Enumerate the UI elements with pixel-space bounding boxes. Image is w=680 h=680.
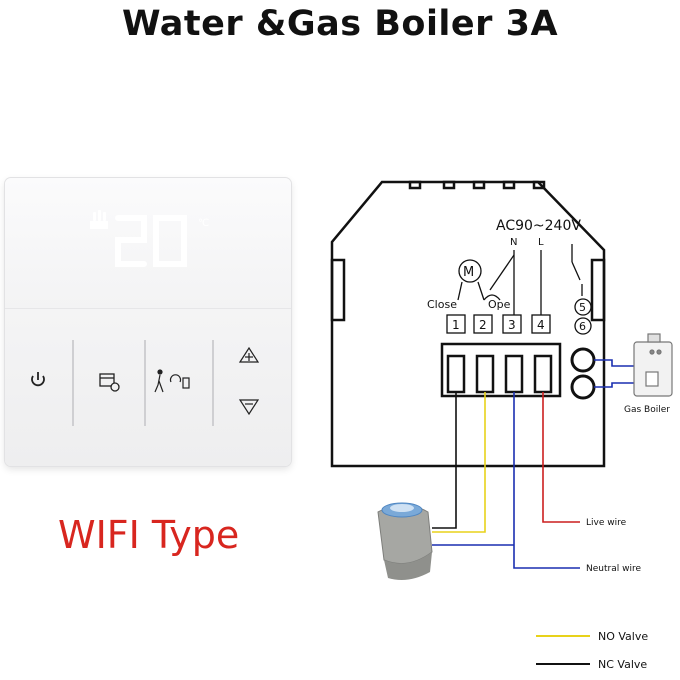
heating-icon xyxy=(90,210,108,229)
wire-terminal-4-live xyxy=(542,392,580,523)
boiler-wires xyxy=(594,359,634,388)
terminal-number-boxes xyxy=(446,314,551,334)
neutral-wire-label: Neutral wire xyxy=(586,564,641,574)
thermostat-button-panel xyxy=(5,309,291,466)
live-l-label: L xyxy=(538,237,544,248)
open-label: Ope xyxy=(488,298,511,311)
terminal-label-3: 3 xyxy=(508,318,516,332)
button-divider xyxy=(212,340,214,426)
wire-terminal-2-yellow xyxy=(432,392,486,533)
display-unit: ℃ xyxy=(198,218,209,229)
live-wire-label: Live wire xyxy=(586,518,627,528)
page-title: Water &Gas Boiler 3A xyxy=(121,4,559,44)
schedule-calendar-icon[interactable] xyxy=(99,373,120,392)
internal-wiring xyxy=(489,250,542,316)
nc-valve-legend-label: NC Valve xyxy=(598,658,647,671)
motor-label: M xyxy=(463,265,474,280)
wifi-type-label: WIFI Type xyxy=(58,513,240,557)
power-icon[interactable] xyxy=(31,372,45,387)
relay-switch-icon xyxy=(571,244,592,335)
thermostat-display-panel xyxy=(5,178,291,309)
neutral-n-label: N xyxy=(510,237,517,248)
dry-contact-terminals xyxy=(570,347,596,400)
terminal-label-2: 2 xyxy=(479,318,487,332)
close-label: Close xyxy=(427,298,457,311)
supply-voltage-label: AC90~240V xyxy=(496,218,581,234)
mode-away-home-icon[interactable] xyxy=(154,369,190,393)
terminal-block xyxy=(440,342,562,398)
wire-terminal-1-black xyxy=(432,392,457,529)
thermostat-base-outline xyxy=(330,180,606,468)
wire-terminal-3-neutral xyxy=(432,392,580,569)
thermostat-device xyxy=(5,178,291,466)
button-divider xyxy=(72,340,74,426)
no-valve-legend-label: NO Valve xyxy=(598,630,648,643)
up-arrow-icon[interactable] xyxy=(238,346,260,363)
down-arrow-icon[interactable] xyxy=(238,399,260,416)
terminal-label-1: 1 xyxy=(452,318,460,332)
valve-actuator-icon xyxy=(377,502,433,580)
terminal-label-4: 4 xyxy=(537,318,545,332)
terminal-label-6: 6 xyxy=(579,320,586,333)
terminal-label-5: 5 xyxy=(579,301,586,314)
gas-boiler-label: Gas Boiler xyxy=(624,405,670,415)
motor-icon xyxy=(457,259,501,301)
gas-boiler-icon xyxy=(633,333,673,397)
button-divider xyxy=(144,340,146,426)
display-temperature-digits xyxy=(115,215,187,267)
